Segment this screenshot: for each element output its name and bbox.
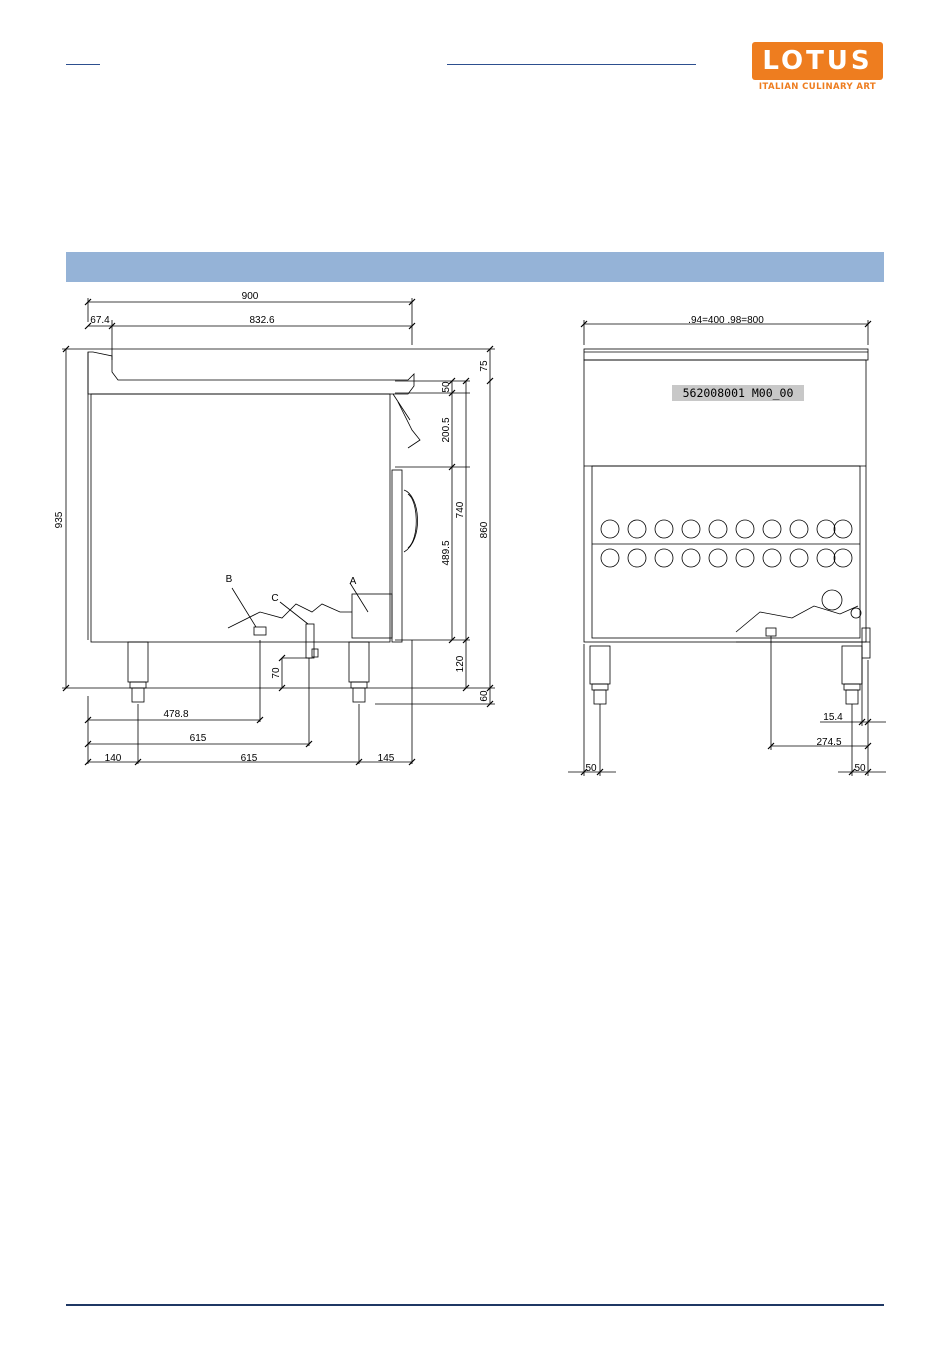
dim-foot-right: 50: [854, 763, 866, 774]
dim-left-foot: 140: [105, 753, 122, 764]
dim-top-width: 832.6: [249, 315, 274, 326]
footer-rule: [66, 1304, 884, 1306]
dim-top-edge: 75: [479, 360, 490, 372]
dim-conn-b: 478.8: [163, 709, 188, 720]
dim-conn-offset: 15.4: [823, 712, 843, 723]
drawing-code: 562008001 M00_00: [683, 386, 794, 400]
dim-panel-height: 200.5: [441, 417, 452, 442]
dim-foot-spacing: 615: [241, 753, 258, 764]
dim-drain-height: 70: [271, 667, 282, 679]
side-view-drawing: [62, 298, 495, 765]
dim-foot: 60: [479, 690, 490, 702]
label-c: C: [271, 593, 278, 604]
label-a: A: [350, 576, 357, 587]
dim-right-foot: 145: [378, 753, 395, 764]
vent-holes: [601, 520, 852, 567]
dim-front-width: .94=400 .98=800: [688, 315, 764, 326]
dim-full-height: 860: [479, 521, 490, 538]
dim-plinth: 120: [455, 655, 466, 672]
dim-conn-distance: 274.5: [816, 737, 841, 748]
dim-overall-width: 900: [242, 291, 259, 302]
dim-foot-left: 50: [585, 763, 597, 774]
side-view-labels: 900 67.4 832.6 935 75 50 200.5 489.5 740…: [54, 291, 490, 764]
dim-cabinet-height: 740: [455, 501, 466, 518]
dim-conn-c: 615: [190, 733, 207, 744]
dim-door-height: 489.5: [441, 540, 452, 565]
technical-drawings: 900 67.4 832.6 935 75 50 200.5 489.5 740…: [0, 0, 950, 800]
dim-height-total: 935: [54, 511, 65, 528]
dim-panel-gap: 50: [441, 381, 452, 393]
dim-offset-left: 67.4: [90, 315, 110, 326]
front-view-labels: .94=400 .98=800 562008001 M00_00 50 15.4…: [585, 315, 866, 774]
label-b: B: [226, 574, 233, 585]
